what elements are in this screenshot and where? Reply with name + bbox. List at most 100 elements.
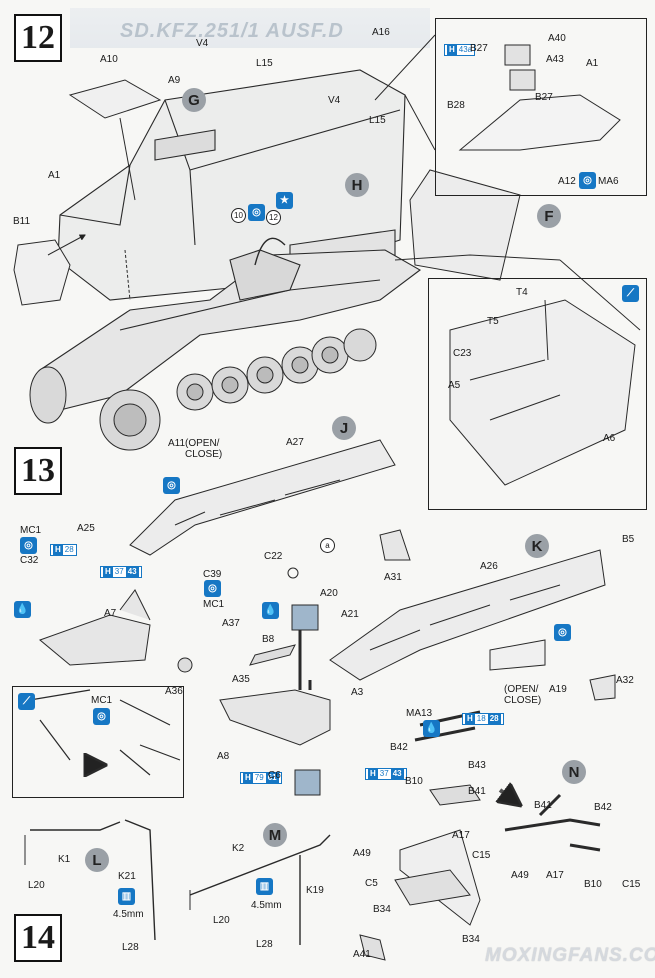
label-4-5mm-b: 4.5mm [251, 900, 282, 911]
label-c5: C5 [365, 878, 378, 889]
label-a32: A32 [616, 675, 634, 686]
label-l15-b: L15 [369, 115, 386, 126]
halftrack-hull [39, 69, 421, 411]
part-b11-plate [13, 239, 71, 306]
road-wheels [29, 328, 377, 451]
header-watermark-text: SD.KFZ.251/1 AUSF.D [120, 20, 344, 42]
label-k21: K21 [118, 871, 136, 882]
label-a31: A31 [384, 572, 402, 583]
part-a10-plate [68, 79, 162, 119]
label-a17-b: A17 [546, 870, 564, 881]
label-b10-b: B10 [584, 879, 602, 890]
label-v4-b: V4 [328, 95, 341, 106]
label-b11: B11 [13, 216, 31, 227]
label-l20-a: L20 [28, 880, 45, 891]
marker-a: a [320, 538, 335, 553]
part-c6-canister [294, 769, 321, 796]
glue-icon-b8: 💧 [262, 602, 279, 619]
callout-g: G [182, 88, 206, 112]
label-b5: B5 [622, 534, 635, 545]
part-a3-body [219, 689, 331, 746]
label-mc1-c: MC1 [91, 695, 113, 706]
label-mc1-b: MC1 [203, 599, 225, 610]
label-a37: A37 [222, 618, 240, 629]
part-a32 [589, 674, 616, 701]
watermark: MOXINGFANS.COM [485, 945, 655, 966]
glue-icon-mg: 💧 [423, 720, 440, 737]
label-c15-b: C15 [622, 879, 641, 890]
label-a3: A3 [351, 687, 364, 698]
label-a43: A43 [546, 54, 564, 65]
label-a25: A25 [77, 523, 95, 534]
callout-k: K [525, 534, 549, 558]
callout-n: N [562, 760, 586, 784]
label-b41-a: B41 [468, 786, 486, 797]
label-a9: A9 [168, 75, 181, 86]
label-ma13: MA13 [406, 708, 433, 719]
part-f-panel [409, 169, 521, 281]
paint-icon-a11: ◎ [163, 477, 180, 494]
part-k2-rod [189, 834, 331, 896]
label-ma6: MA6 [598, 176, 619, 187]
label-k1: K1 [58, 854, 71, 865]
detail-inset-step13 [12, 686, 184, 798]
paint-number-12: 12 [266, 210, 281, 225]
label-a49-a: A49 [353, 848, 371, 859]
label-a17-a: A17 [452, 830, 470, 841]
paint-icon-a12: ◎ [579, 172, 596, 189]
label-a1: A1 [48, 170, 61, 181]
part-k1-rod [30, 821, 121, 831]
part-a31 [379, 529, 411, 561]
callout-f: F [537, 204, 561, 228]
label-k2: K2 [232, 843, 245, 854]
glue-icon-inset: ⟋ [18, 693, 35, 710]
label-k19: K19 [306, 885, 324, 896]
label-a7: A7 [104, 608, 117, 619]
label-a35: A35 [232, 674, 250, 685]
paint-icon-mc1-c: ◎ [93, 708, 110, 725]
callout-l: L [85, 848, 109, 872]
label-a41: A41 [353, 949, 371, 960]
step-number-12: 12 [14, 14, 62, 62]
sheet-header [70, 8, 430, 48]
label-t5: T5 [487, 316, 499, 327]
label-a20: A20 [320, 588, 338, 599]
label-b8: B8 [262, 634, 275, 645]
callout-j: J [332, 416, 356, 440]
label-a19: A19 [549, 684, 567, 695]
label-b34-a: B34 [373, 904, 391, 915]
label-a5: A5 [448, 380, 461, 391]
label-a1-b: A1 [586, 58, 599, 69]
label-b27-a: B27 [470, 43, 488, 54]
part-k21-rod [124, 819, 156, 941]
label-a10: A10 [100, 54, 118, 65]
label-c32: C32 [20, 555, 39, 566]
label-mc1-a: MC1 [20, 525, 42, 536]
label-l15-a: L15 [256, 58, 273, 69]
glue-icon-c32: 💧 [14, 601, 31, 618]
label-a49-b: A49 [511, 870, 529, 881]
step-number-14: 14 [14, 914, 62, 962]
decal-star-icon: ★ [276, 192, 293, 209]
label-b27-b: B27 [535, 92, 553, 103]
callout-m: M [263, 823, 287, 847]
paint-icon-white: ◎ [248, 204, 265, 221]
label-a6: A6 [603, 433, 616, 444]
step-number-13: 13 [14, 447, 62, 495]
label-b34-b: B34 [462, 934, 480, 945]
part-a7-body [39, 614, 151, 666]
label-open-close-1: (OPEN/ CLOSE) [185, 438, 223, 460]
detail-inset-step12 [435, 18, 647, 196]
label-c22: C22 [264, 551, 283, 562]
label-t4: T4 [516, 287, 528, 298]
label-b43: B43 [468, 760, 486, 771]
label-v4-a: V4 [196, 38, 209, 49]
label-c15-a: C15 [472, 850, 491, 861]
label-b41-b: B41 [534, 800, 552, 811]
paint-icon-a19: ◎ [554, 624, 571, 641]
